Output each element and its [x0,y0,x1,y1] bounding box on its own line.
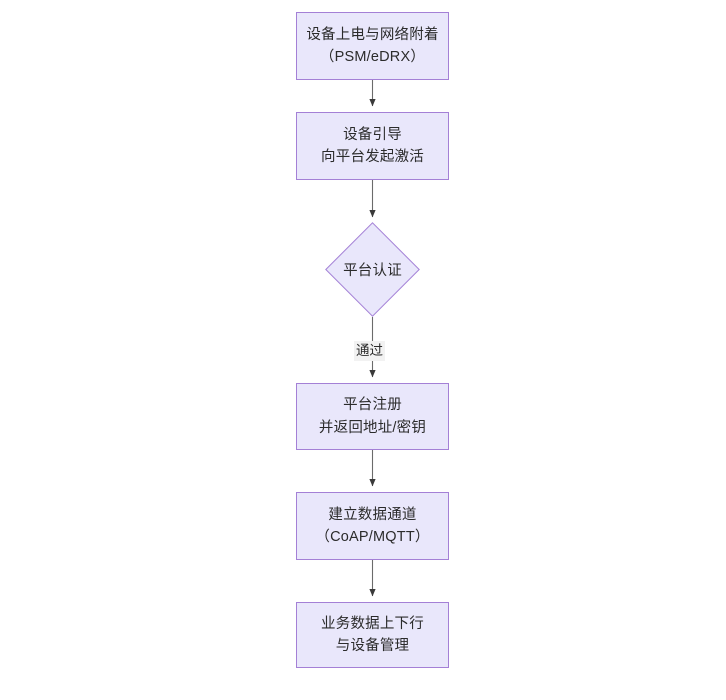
node-platform-registration[interactable]: 平台注册 并返回地址/密钥 [296,383,449,450]
node-business-data[interactable]: 业务数据上下行 与设备管理 [296,602,449,668]
node-data-channel[interactable]: 建立数据通道 （CoAP/MQTT） [296,492,449,560]
node-platform-authentication[interactable]: 平台认证 [325,222,420,317]
node-boot-line-2: 向平台发起激活 [321,149,424,165]
node-power-line-2: （PSM/eDRX） [319,49,426,65]
node-reg-line-2: 并返回地址/密钥 [318,419,427,436]
node-biz-line-2: 与设备管理 [335,638,410,654]
edge-label-pass: 通过 [354,341,385,362]
node-reg-line-1: 平台注册 [343,397,402,414]
node-device-power-on[interactable]: 设备上电与网络附着 （PSM/eDRX） [296,12,449,80]
node-power-line-1: 设备上电与网络附着 [306,26,439,43]
node-auth-label: 平台认证 [343,263,402,279]
node-boot-line-1: 设备引导 [343,126,402,143]
node-biz-line-1: 业务数据上下行 [321,615,424,632]
node-device-bootstrap[interactable]: 设备引导 向平台发起激活 [296,112,449,180]
node-channel-line-2: （CoAP/MQTT） [315,529,430,545]
node-channel-line-1: 建立数据通道 [328,506,417,523]
